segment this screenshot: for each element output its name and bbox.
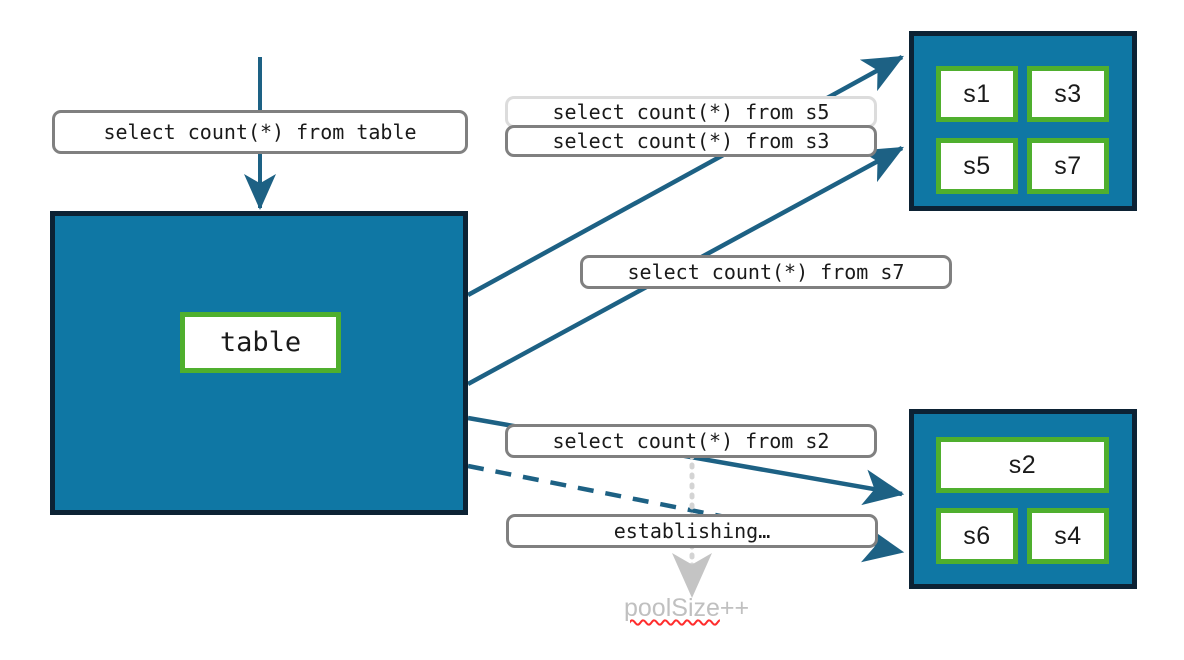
query-label-s3[interactable]: select count(*) from s3	[505, 125, 877, 157]
poolsize-token: poolSize	[624, 594, 720, 622]
increment-token: ++	[719, 594, 750, 622]
query-label-s7[interactable]: select count(*) from s7	[580, 255, 952, 289]
server-node-s4[interactable]: s4	[1027, 508, 1109, 564]
query-label-s5[interactable]: select count(*) from s5	[505, 96, 877, 128]
server-node-s3[interactable]: s3	[1027, 66, 1109, 122]
query-label-table[interactable]: select count(*) from table	[52, 110, 468, 154]
poolsize-increment-annotation: poolSize++	[624, 594, 749, 623]
server-node-s6[interactable]: s6	[936, 508, 1018, 564]
server-node-s5[interactable]: s5	[936, 138, 1018, 194]
server-node-s1[interactable]: s1	[936, 66, 1018, 122]
table-node[interactable]: table	[180, 312, 341, 373]
query-label-s2[interactable]: select count(*) from s2	[505, 424, 877, 458]
server-node-s2[interactable]: s2	[936, 437, 1109, 493]
status-label-establishing[interactable]: establishing…	[506, 514, 878, 548]
server-node-s7[interactable]: s7	[1027, 138, 1109, 194]
